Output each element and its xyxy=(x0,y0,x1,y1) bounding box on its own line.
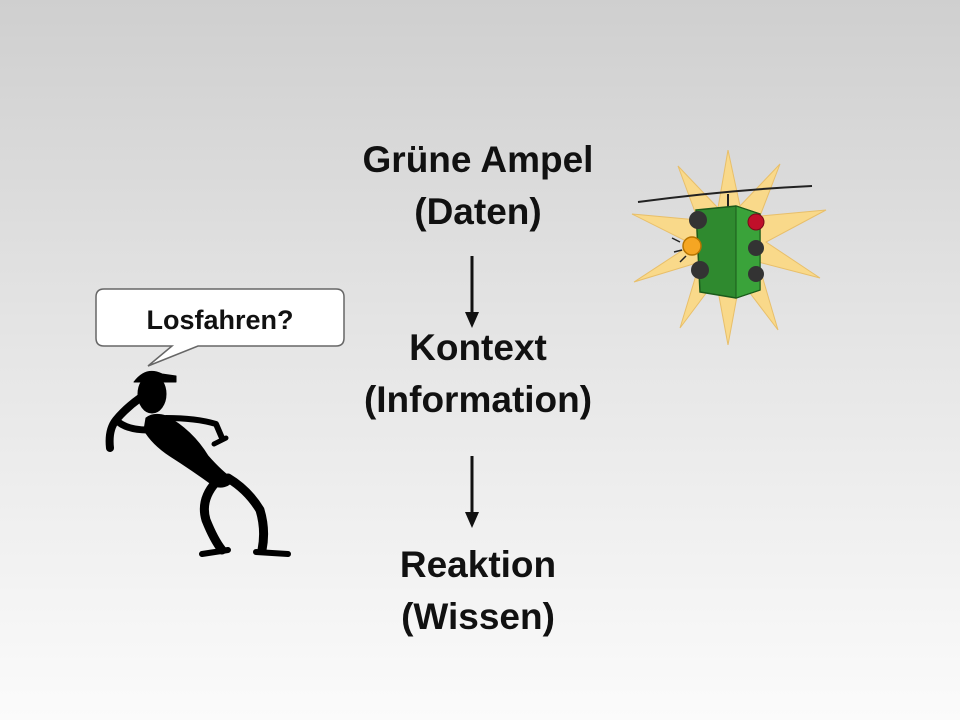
arrow-down-icon xyxy=(465,256,479,328)
step-knowledge-label: Reaktion (Wissen) xyxy=(318,539,638,643)
step-knowledge-subtitle: (Wissen) xyxy=(401,596,555,637)
step-knowledge-title: Reaktion xyxy=(399,544,557,585)
step-data-subtitle: (Daten) xyxy=(414,191,542,232)
step-information-label: Kontext (Information) xyxy=(318,322,638,426)
arrow-down-icon xyxy=(465,456,479,528)
step-data-label: Grüne Ampel (Daten) xyxy=(318,134,638,238)
speech-bubble xyxy=(95,288,345,367)
step-information-title: Kontext xyxy=(409,327,547,368)
step-data-title: Grüne Ampel xyxy=(362,139,594,180)
speech-bubble-text: Losfahren? xyxy=(146,305,294,335)
step-information-subtitle: (Information) xyxy=(363,379,593,420)
person-figure-icon xyxy=(105,370,291,557)
traffic-light-icon xyxy=(631,150,827,345)
